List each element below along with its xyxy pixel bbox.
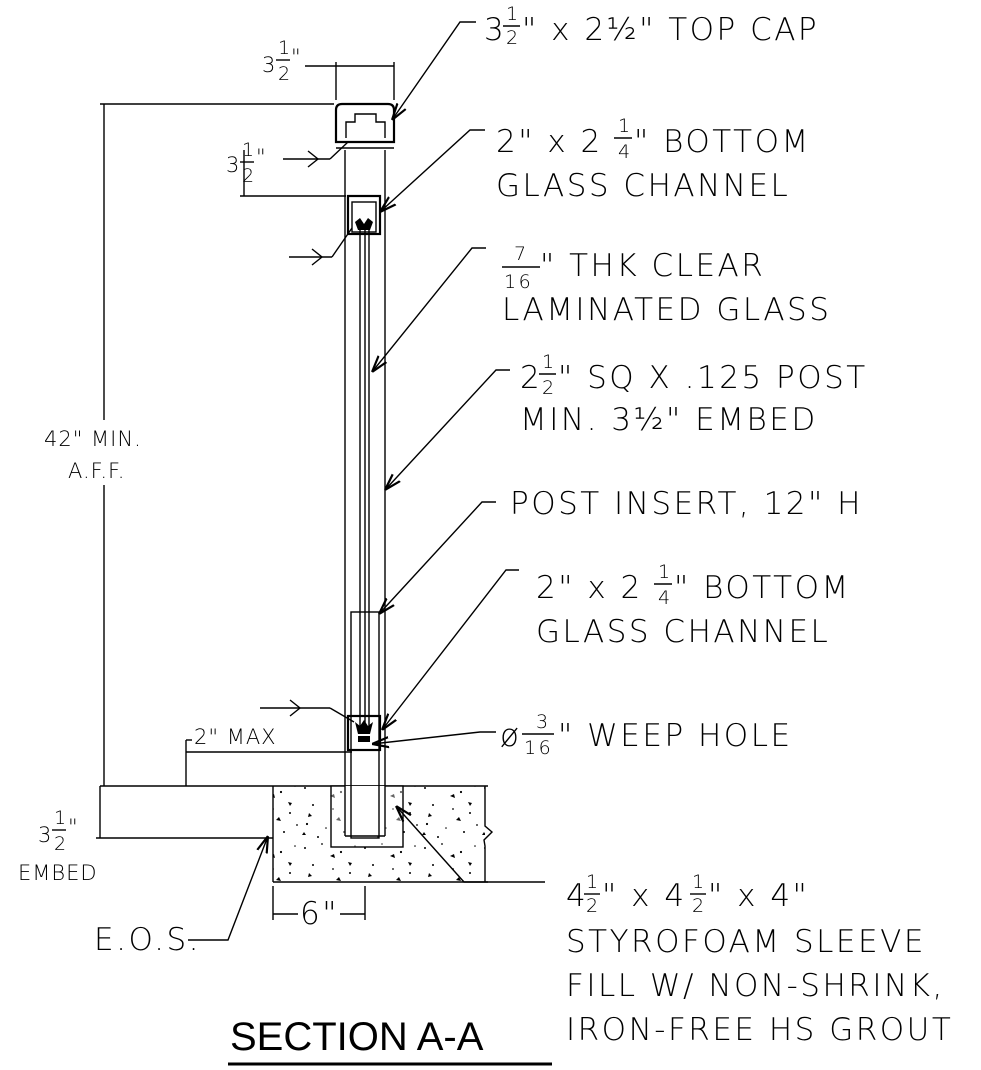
dimension-height: 42" MIN. A.F.F. <box>44 427 142 483</box>
callout-styrofoam-sleeve: 4 1 2 " x 4 1 2 " x 4" STYROFOAM SLEEVE … <box>566 871 953 1048</box>
svg-text:1: 1 <box>506 3 521 25</box>
svg-text:1: 1 <box>658 561 673 583</box>
svg-text:" BOTTOM: " BOTTOM <box>634 124 811 160</box>
svg-text:EMBED: EMBED <box>18 861 98 885</box>
svg-text:2" x 2: 2" x 2 <box>496 124 603 160</box>
svg-text:2" MAX: 2" MAX <box>194 725 277 749</box>
svg-text:4: 4 <box>566 878 588 914</box>
svg-text:FILL W/ NON-SHRINK,: FILL W/ NON-SHRINK, <box>566 968 945 1004</box>
svg-text:2" x 2: 2" x 2 <box>536 570 643 606</box>
svg-text:IRON-FREE HS GROUT: IRON-FREE HS GROUT <box>566 1012 953 1048</box>
svg-text:MIN. 3½" EMBED: MIN. 3½" EMBED <box>520 402 818 438</box>
callout-post: 2 1 2 " SQ X .125 POST MIN. 3½" EMBED <box>520 351 868 438</box>
bottom-glass-channel <box>346 714 382 752</box>
callout-glass: 7 16 " THK CLEAR LAMINATED GLASS <box>502 243 831 328</box>
svg-text:GLASS CHANNEL: GLASS CHANNEL <box>496 168 790 204</box>
section-title: SECTION A-A <box>228 1015 552 1066</box>
callout-bottom-glass-channel: 2" x 2 1 4 " BOTTOM GLASS CHANNEL <box>536 561 851 650</box>
svg-text:3: 3 <box>484 12 506 48</box>
svg-text:" BOTTOM: " BOTTOM <box>674 570 851 606</box>
callout-top-cap: 3 1 2 " x 2½" TOP CAP <box>484 3 819 49</box>
svg-text:ø: ø <box>500 718 521 754</box>
weld-symbol <box>260 141 355 723</box>
leader-lines <box>188 21 545 941</box>
svg-text:42" MIN.: 42" MIN. <box>44 427 142 451</box>
dimension-max-gap: 2" MAX <box>194 725 277 749</box>
svg-text:3: 3 <box>38 823 52 847</box>
svg-text:2: 2 <box>506 27 521 49</box>
svg-text:7: 7 <box>514 243 529 265</box>
svg-text:POST INSERT, 12" H: POST INSERT, 12" H <box>510 486 863 522</box>
svg-text:2: 2 <box>54 833 69 855</box>
svg-text:" x 4: " x 4 <box>602 878 687 914</box>
svg-text:SECTION A-A: SECTION A-A <box>230 1015 484 1059</box>
svg-text:" x 2½" TOP CAP: " x 2½" TOP CAP <box>522 12 819 48</box>
svg-text:LAMINATED GLASS: LAMINATED GLASS <box>502 292 831 328</box>
svg-text:1: 1 <box>618 115 633 137</box>
top-cap <box>334 102 396 149</box>
svg-text:3: 3 <box>536 711 551 733</box>
svg-text:STYROFOAM SLEEVE: STYROFOAM SLEEVE <box>566 924 926 960</box>
dimension-cap-width: 3 1 2 " <box>262 37 302 85</box>
svg-text:": " <box>256 145 267 169</box>
dimension-lines <box>96 62 395 920</box>
svg-text:E.O.S.: E.O.S. <box>94 922 201 958</box>
svg-text:2: 2 <box>542 377 557 399</box>
callout-eos: E.O.S. <box>94 922 201 958</box>
svg-text:" SQ X .125 POST: " SQ X .125 POST <box>558 360 868 396</box>
svg-text:1: 1 <box>278 37 293 59</box>
svg-text:1: 1 <box>586 871 601 893</box>
svg-text:2: 2 <box>242 165 257 187</box>
dimension-cap-height: 3 1 2 " <box>226 139 267 187</box>
svg-text:2: 2 <box>278 63 293 85</box>
svg-text:4: 4 <box>658 587 673 609</box>
svg-text:1: 1 <box>692 871 707 893</box>
svg-text:3: 3 <box>226 153 240 177</box>
svg-text:1: 1 <box>242 139 257 161</box>
svg-text:A.F.F.: A.F.F. <box>68 459 125 483</box>
top-glass-channel <box>346 194 382 236</box>
concrete-slab <box>100 785 494 883</box>
svg-text:2: 2 <box>586 895 601 917</box>
callout-post-insert: POST INSERT, 12" H <box>510 486 863 522</box>
svg-text:2: 2 <box>520 360 542 396</box>
svg-text:" x 4": " x 4" <box>708 878 809 914</box>
svg-text:GLASS CHANNEL: GLASS CHANNEL <box>536 614 830 650</box>
callout-top-glass-channel: 2" x 2 1 4 " BOTTOM GLASS CHANNEL <box>496 115 811 204</box>
svg-text:" WEEP HOLE: " WEEP HOLE <box>558 718 793 754</box>
svg-text:": " <box>291 45 302 69</box>
dimension-embed: 3 1 2 " EMBED <box>18 807 98 885</box>
callout-weep-hole: ø 3 16 " WEEP HOLE <box>500 711 793 759</box>
svg-text:1: 1 <box>542 351 557 373</box>
svg-text:2: 2 <box>692 895 707 917</box>
glass-panel <box>359 226 370 732</box>
svg-text:6": 6" <box>300 896 339 932</box>
svg-text:4: 4 <box>618 141 633 163</box>
svg-text:" THK CLEAR: " THK CLEAR <box>540 248 765 284</box>
svg-text:16: 16 <box>524 737 553 759</box>
dimension-edge-distance: 6" <box>300 896 339 932</box>
svg-text:1: 1 <box>54 807 69 829</box>
svg-text:3: 3 <box>262 53 276 77</box>
svg-text:": " <box>68 815 79 839</box>
svg-text:16: 16 <box>504 271 533 293</box>
